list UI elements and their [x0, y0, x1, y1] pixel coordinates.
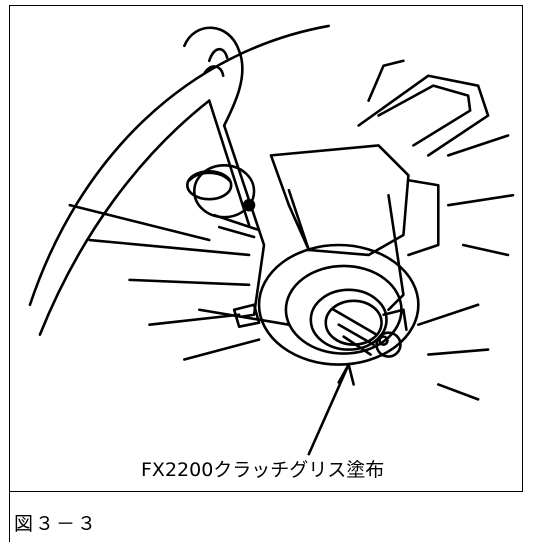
figure-frame: FX2200クラッチグリス塗布 [9, 5, 523, 492]
caption-rule [9, 492, 10, 542]
figure-caption: 図３－３ [14, 513, 99, 535]
clutch-assembly-drawing [28, 24, 515, 456]
grease-application-label: FX2200クラッチグリス塗布 [141, 459, 385, 481]
